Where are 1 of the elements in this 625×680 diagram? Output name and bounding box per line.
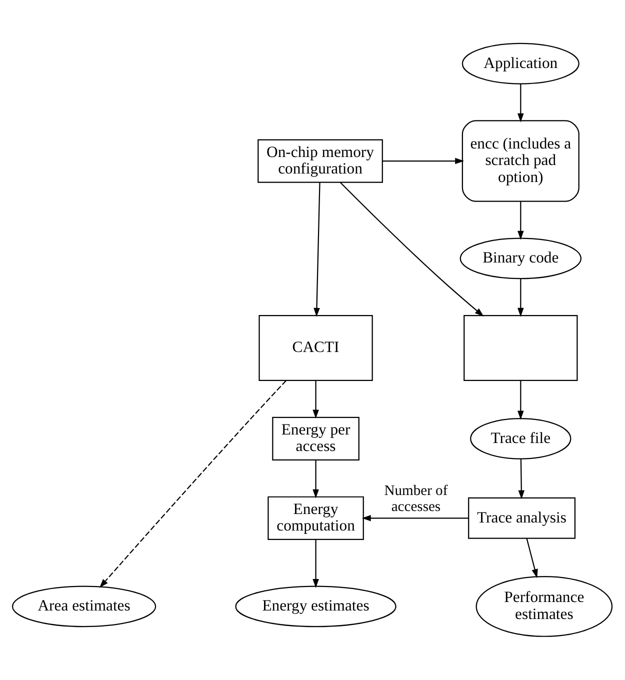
edge-label: Number of accesses — [384, 483, 448, 515]
